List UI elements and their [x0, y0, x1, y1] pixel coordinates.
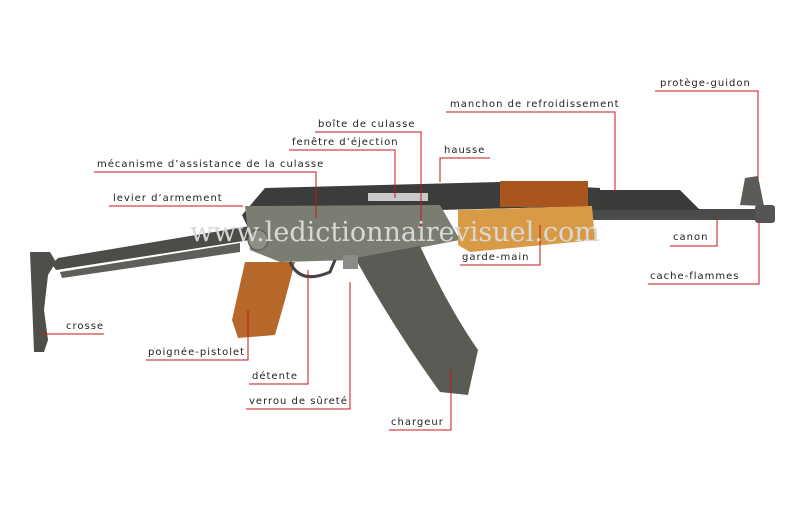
label-verrou: verrou de sûreté — [249, 396, 348, 407]
label-protege-guidon: protège-guidon — [660, 78, 751, 89]
leader-lines — [40, 90, 760, 431]
label-garde-main: garde-main — [462, 252, 530, 263]
ejection-port — [368, 193, 428, 201]
muzzle — [755, 205, 775, 223]
pistol-grip — [232, 262, 295, 338]
barrel — [590, 209, 770, 220]
upper-handguard — [500, 181, 588, 207]
magazine — [355, 246, 478, 395]
label-detente: détente — [252, 371, 298, 382]
label-manchon: manchon de refroidissement — [450, 99, 620, 110]
label-hausse: hausse — [444, 145, 486, 156]
trigger-guard — [288, 259, 337, 279]
label-cache-flammes: cache-flammes — [650, 271, 740, 282]
label-boite-de-culasse: boîte de culasse — [318, 119, 416, 130]
gas-tube — [590, 190, 700, 210]
safety — [343, 255, 358, 269]
receiver — [245, 205, 460, 262]
front-sight — [740, 176, 764, 206]
label-canon: canon — [673, 232, 709, 243]
stock — [30, 226, 250, 352]
handguard — [458, 206, 595, 252]
watermark: www.ledictionnairevisuel.com — [190, 217, 600, 248]
label-levier: levier d’armement — [113, 193, 223, 204]
label-chargeur: chargeur — [391, 417, 444, 428]
pivot — [247, 229, 269, 251]
label-crosse: crosse — [66, 321, 105, 332]
label-fenetre-ejection: fenêtre d’éjection — [292, 137, 399, 148]
label-mecanisme: mécanisme d’assistance de la culasse — [97, 159, 325, 170]
label-poignee: poignée-pistolet — [148, 347, 246, 358]
